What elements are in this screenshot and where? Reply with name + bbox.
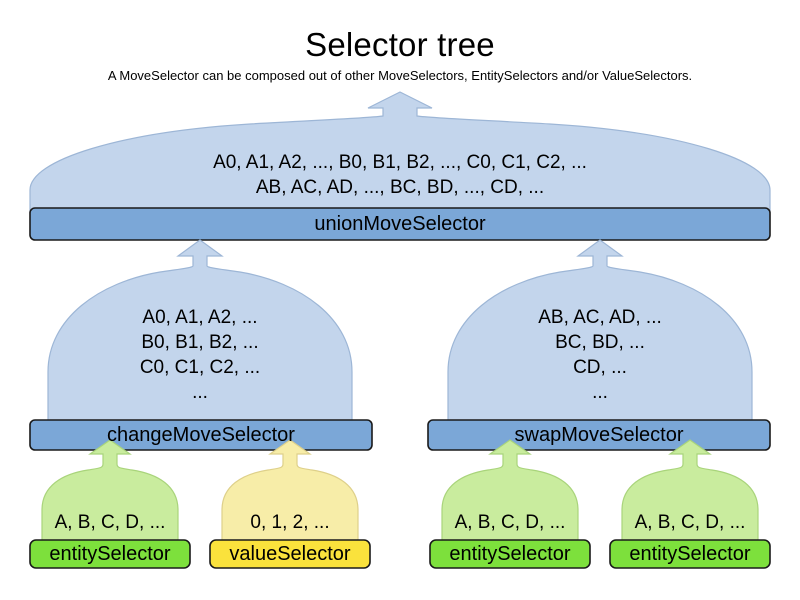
union-dome-with-arrow (29, 91, 771, 213)
page-subtitle: A MoveSelector can be composed out of ot… (107, 68, 693, 83)
leaf-entity-2-shape[interactable] (429, 439, 591, 569)
swap-node-lines: AB, AC, AD, ... BC, BD, ... CD, ... ... (448, 305, 752, 405)
leaf-value-1-dome-with-arrow (221, 439, 359, 545)
union-bar[interactable] (29, 207, 771, 241)
swap-line-3: CD, ... (573, 357, 627, 378)
leaf-value-1-shape[interactable] (209, 439, 371, 569)
change-node-lines: A0, A1, A2, ... B0, B1, B2, ... C0, C1, … (48, 305, 352, 405)
leaf-entity-3-dome-with-arrow (621, 439, 759, 545)
union-line-1: A0, A1, A2, ..., B0, B1, B2, ..., C0, C1… (213, 152, 587, 173)
leaf-entity-2-bar[interactable] (429, 539, 591, 569)
leaf-entity-3-bar-label: entitySelector (629, 543, 751, 565)
union-node-shape[interactable] (29, 91, 771, 241)
change-bar-label: changeMoveSelector (107, 424, 295, 446)
swap-line-4: ... (592, 382, 608, 403)
swap-dome-with-arrow (447, 239, 753, 425)
leaf-entity-1-line-1: A, B, C, D, ... (54, 512, 166, 533)
leaf-entity-3-lines: A, B, C, D, ... (610, 510, 770, 535)
leaf-entity-1-lines: A, B, C, D, ... (30, 510, 190, 535)
change-dome-with-arrow (47, 239, 353, 425)
leaf-value-1-lines: 0, 1, 2, ... (210, 510, 370, 535)
swap-line-2: BC, BD, ... (555, 332, 645, 353)
swap-node-shape[interactable] (427, 239, 771, 451)
leaf-entity-1-bar[interactable] (29, 539, 191, 569)
leaf-entity-2-line-1: A, B, C, D, ... (454, 512, 566, 533)
leaf-entity-3-bar[interactable] (609, 539, 771, 569)
leaf-entity-2-dome-with-arrow (441, 439, 579, 545)
leaf-entity-2-lines: A, B, C, D, ... (430, 510, 590, 535)
leaf-value-1-bar[interactable] (209, 539, 371, 569)
leaf-value-1-line-1: 0, 1, 2, ... (250, 512, 330, 533)
union-line-2: AB, AC, AD, ..., BC, BD, ..., CD, ... (255, 177, 545, 198)
union-node-lines: A0, A1, A2, ..., B0, B1, B2, ..., C0, C1… (30, 150, 770, 200)
swap-line-1: AB, AC, AD, ... (538, 307, 662, 328)
page-title: Selector tree (305, 26, 495, 63)
swap-bar-label: swapMoveSelector (514, 424, 684, 446)
leaf-entity-1-shape[interactable] (29, 439, 191, 569)
leaf-entity-1-bar-label: entitySelector (49, 543, 171, 565)
leaf-entity-1-dome-with-arrow (41, 439, 179, 545)
union-bar-label: unionMoveSelector (314, 213, 486, 235)
change-line-1: A0, A1, A2, ... (142, 307, 258, 328)
leaf-entity-3-line-1: A, B, C, D, ... (634, 512, 746, 533)
change-line-4: ... (192, 382, 208, 403)
leaf-entity-2-bar-label: entitySelector (449, 543, 571, 565)
change-line-2: B0, B1, B2, ... (141, 332, 259, 353)
leaf-value-1-bar-label: valueSelector (229, 543, 351, 565)
change-line-3: C0, C1, C2, ... (139, 357, 261, 378)
leaf-entity-3-shape[interactable] (609, 439, 771, 569)
